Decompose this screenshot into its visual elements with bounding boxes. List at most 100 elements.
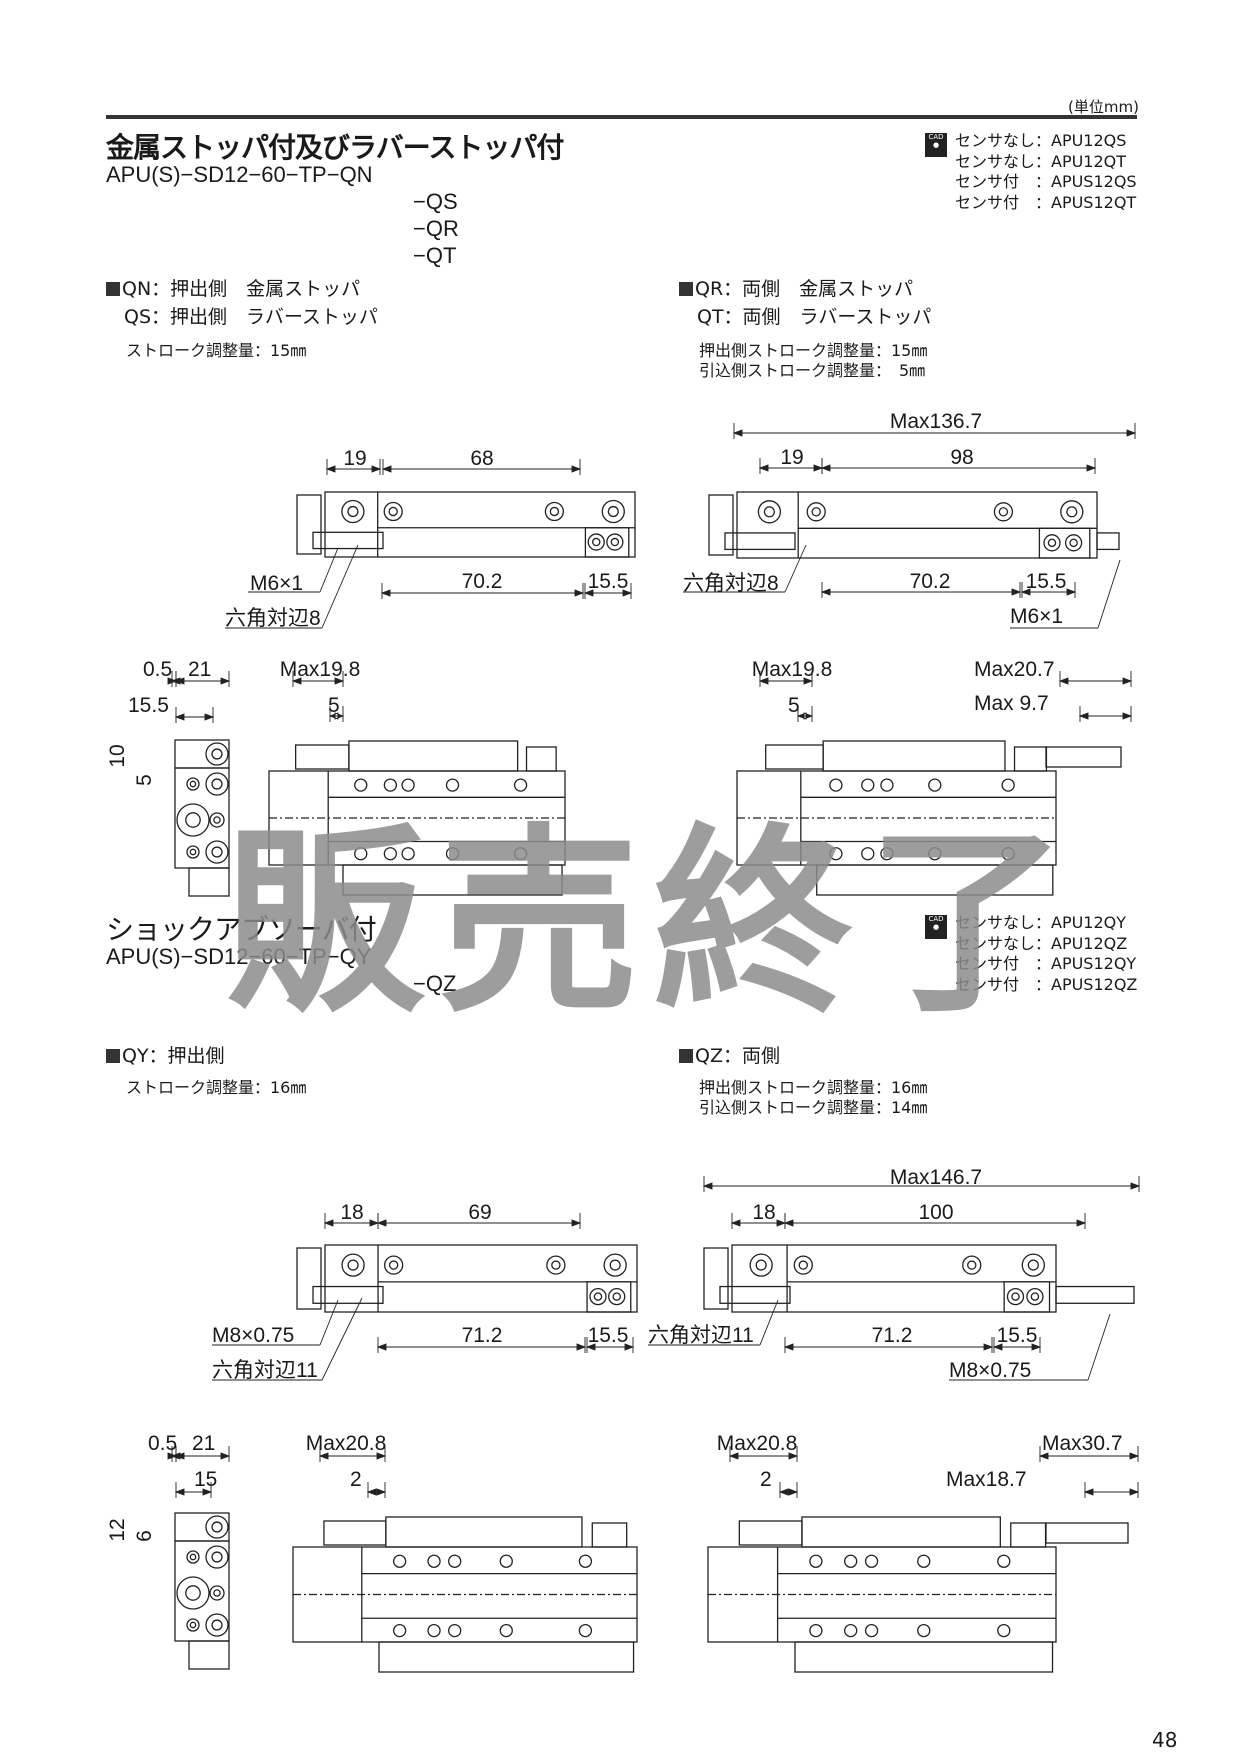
hole (864, 1623, 879, 1638)
hole (354, 778, 368, 792)
arrow (174, 677, 231, 685)
hole (844, 1554, 858, 1568)
knob (703, 1247, 729, 1310)
stroke-adjust-extend: 押出側ストローク調整量：15㎜ (699, 341, 928, 360)
arrow (778, 1488, 799, 1496)
hole (176, 1576, 210, 1610)
hole (189, 848, 197, 856)
hole (189, 780, 197, 788)
arrow (992, 1343, 1042, 1351)
hole (205, 840, 229, 864)
arrow (1083, 1488, 1140, 1496)
hole (806, 502, 826, 522)
dim-label: 5 (328, 694, 340, 717)
dim-label: 15.5 (128, 694, 169, 717)
hole (205, 772, 229, 796)
hole (1030, 1292, 1040, 1301)
line (784, 544, 807, 593)
rod (724, 532, 796, 551)
body (736, 491, 1098, 559)
hole (176, 803, 210, 837)
arrow (585, 1343, 635, 1351)
stroke-adjust-retract: 引込側ストローク調整量：14㎜ (699, 1098, 928, 1117)
hole (388, 1260, 399, 1270)
arrow (1078, 712, 1133, 720)
end-feet (188, 867, 230, 897)
watermark-discontinued: 販売終了 (225, 807, 1082, 1040)
base-plate (342, 864, 563, 896)
hole (185, 1585, 201, 1601)
hole (213, 1589, 221, 1597)
hole (189, 1553, 197, 1561)
knob (708, 494, 734, 556)
arrow (728, 1452, 799, 1460)
hole (427, 1623, 441, 1638)
hole (793, 1255, 813, 1275)
section2-title: ショックアブソーバ付 (106, 913, 377, 946)
dim-label: 18 (340, 1201, 363, 1224)
rod (719, 1285, 791, 1304)
dim-label: 15.5 (588, 1324, 629, 1347)
hole (997, 1554, 1011, 1568)
hole (578, 1554, 593, 1568)
hole (189, 1621, 197, 1629)
hole (341, 1253, 365, 1277)
dim-label: 70.2 (910, 570, 951, 593)
section2-model: APU(S)−SD12−60−TP−QY (106, 944, 372, 969)
hole (1006, 1287, 1025, 1306)
hole (347, 1259, 359, 1271)
arrow (174, 1452, 231, 1460)
arrow (318, 1452, 387, 1460)
hole (757, 500, 782, 524)
hole (185, 812, 201, 828)
dim-label: 100 (918, 1201, 953, 1224)
body (731, 1244, 1057, 1313)
base-plate (378, 1641, 635, 1673)
hex-label: 六角対辺8 (683, 572, 779, 595)
hole (589, 1287, 607, 1306)
knob (296, 494, 322, 555)
dim-label: Max146.7 (890, 1166, 982, 1189)
hole (917, 1554, 931, 1568)
hole (1001, 847, 1015, 861)
hole (1027, 1259, 1039, 1271)
arrow (730, 1219, 787, 1227)
cad-models: センサなし：APU12QS センサなし：APU12QT センサ付 ：APUS12… (955, 131, 1137, 212)
hole (354, 847, 368, 861)
hole (205, 1515, 229, 1539)
hole (186, 1618, 200, 1632)
arrow (1020, 588, 1077, 596)
cylinder (385, 1516, 583, 1548)
arrow (820, 588, 1022, 596)
hole (205, 1613, 229, 1637)
section1-model: APU(S)−SD12−60−TP−QN (106, 162, 373, 187)
arrow (583, 589, 633, 597)
hole (1043, 534, 1061, 552)
hole (798, 1260, 808, 1270)
hole (211, 778, 223, 790)
arrow (783, 1219, 1087, 1227)
end-feet (188, 1640, 230, 1670)
dim-label: 19 (343, 447, 366, 470)
hole (445, 847, 460, 861)
arrow (758, 677, 814, 685)
end-body (174, 767, 230, 869)
arrow (366, 1488, 387, 1496)
dim-label: 12 (106, 1518, 129, 1541)
arrow (380, 589, 585, 597)
hole (993, 502, 1014, 522)
dim-label: Max20.8 (717, 1432, 798, 1455)
hole (861, 847, 875, 861)
arrow (820, 464, 1097, 472)
rod-extension (1096, 532, 1120, 551)
hole (587, 533, 605, 551)
rod-extension (1045, 746, 1122, 768)
dim-label: 15.5 (1026, 570, 1067, 593)
dim-label: Max18.7 (946, 1468, 1027, 1491)
arrow (783, 1343, 994, 1351)
thread-label: M8×0.75 (212, 1324, 294, 1347)
hole (592, 537, 601, 547)
cylinder (348, 740, 519, 772)
section1-variant: −QS (413, 189, 458, 214)
